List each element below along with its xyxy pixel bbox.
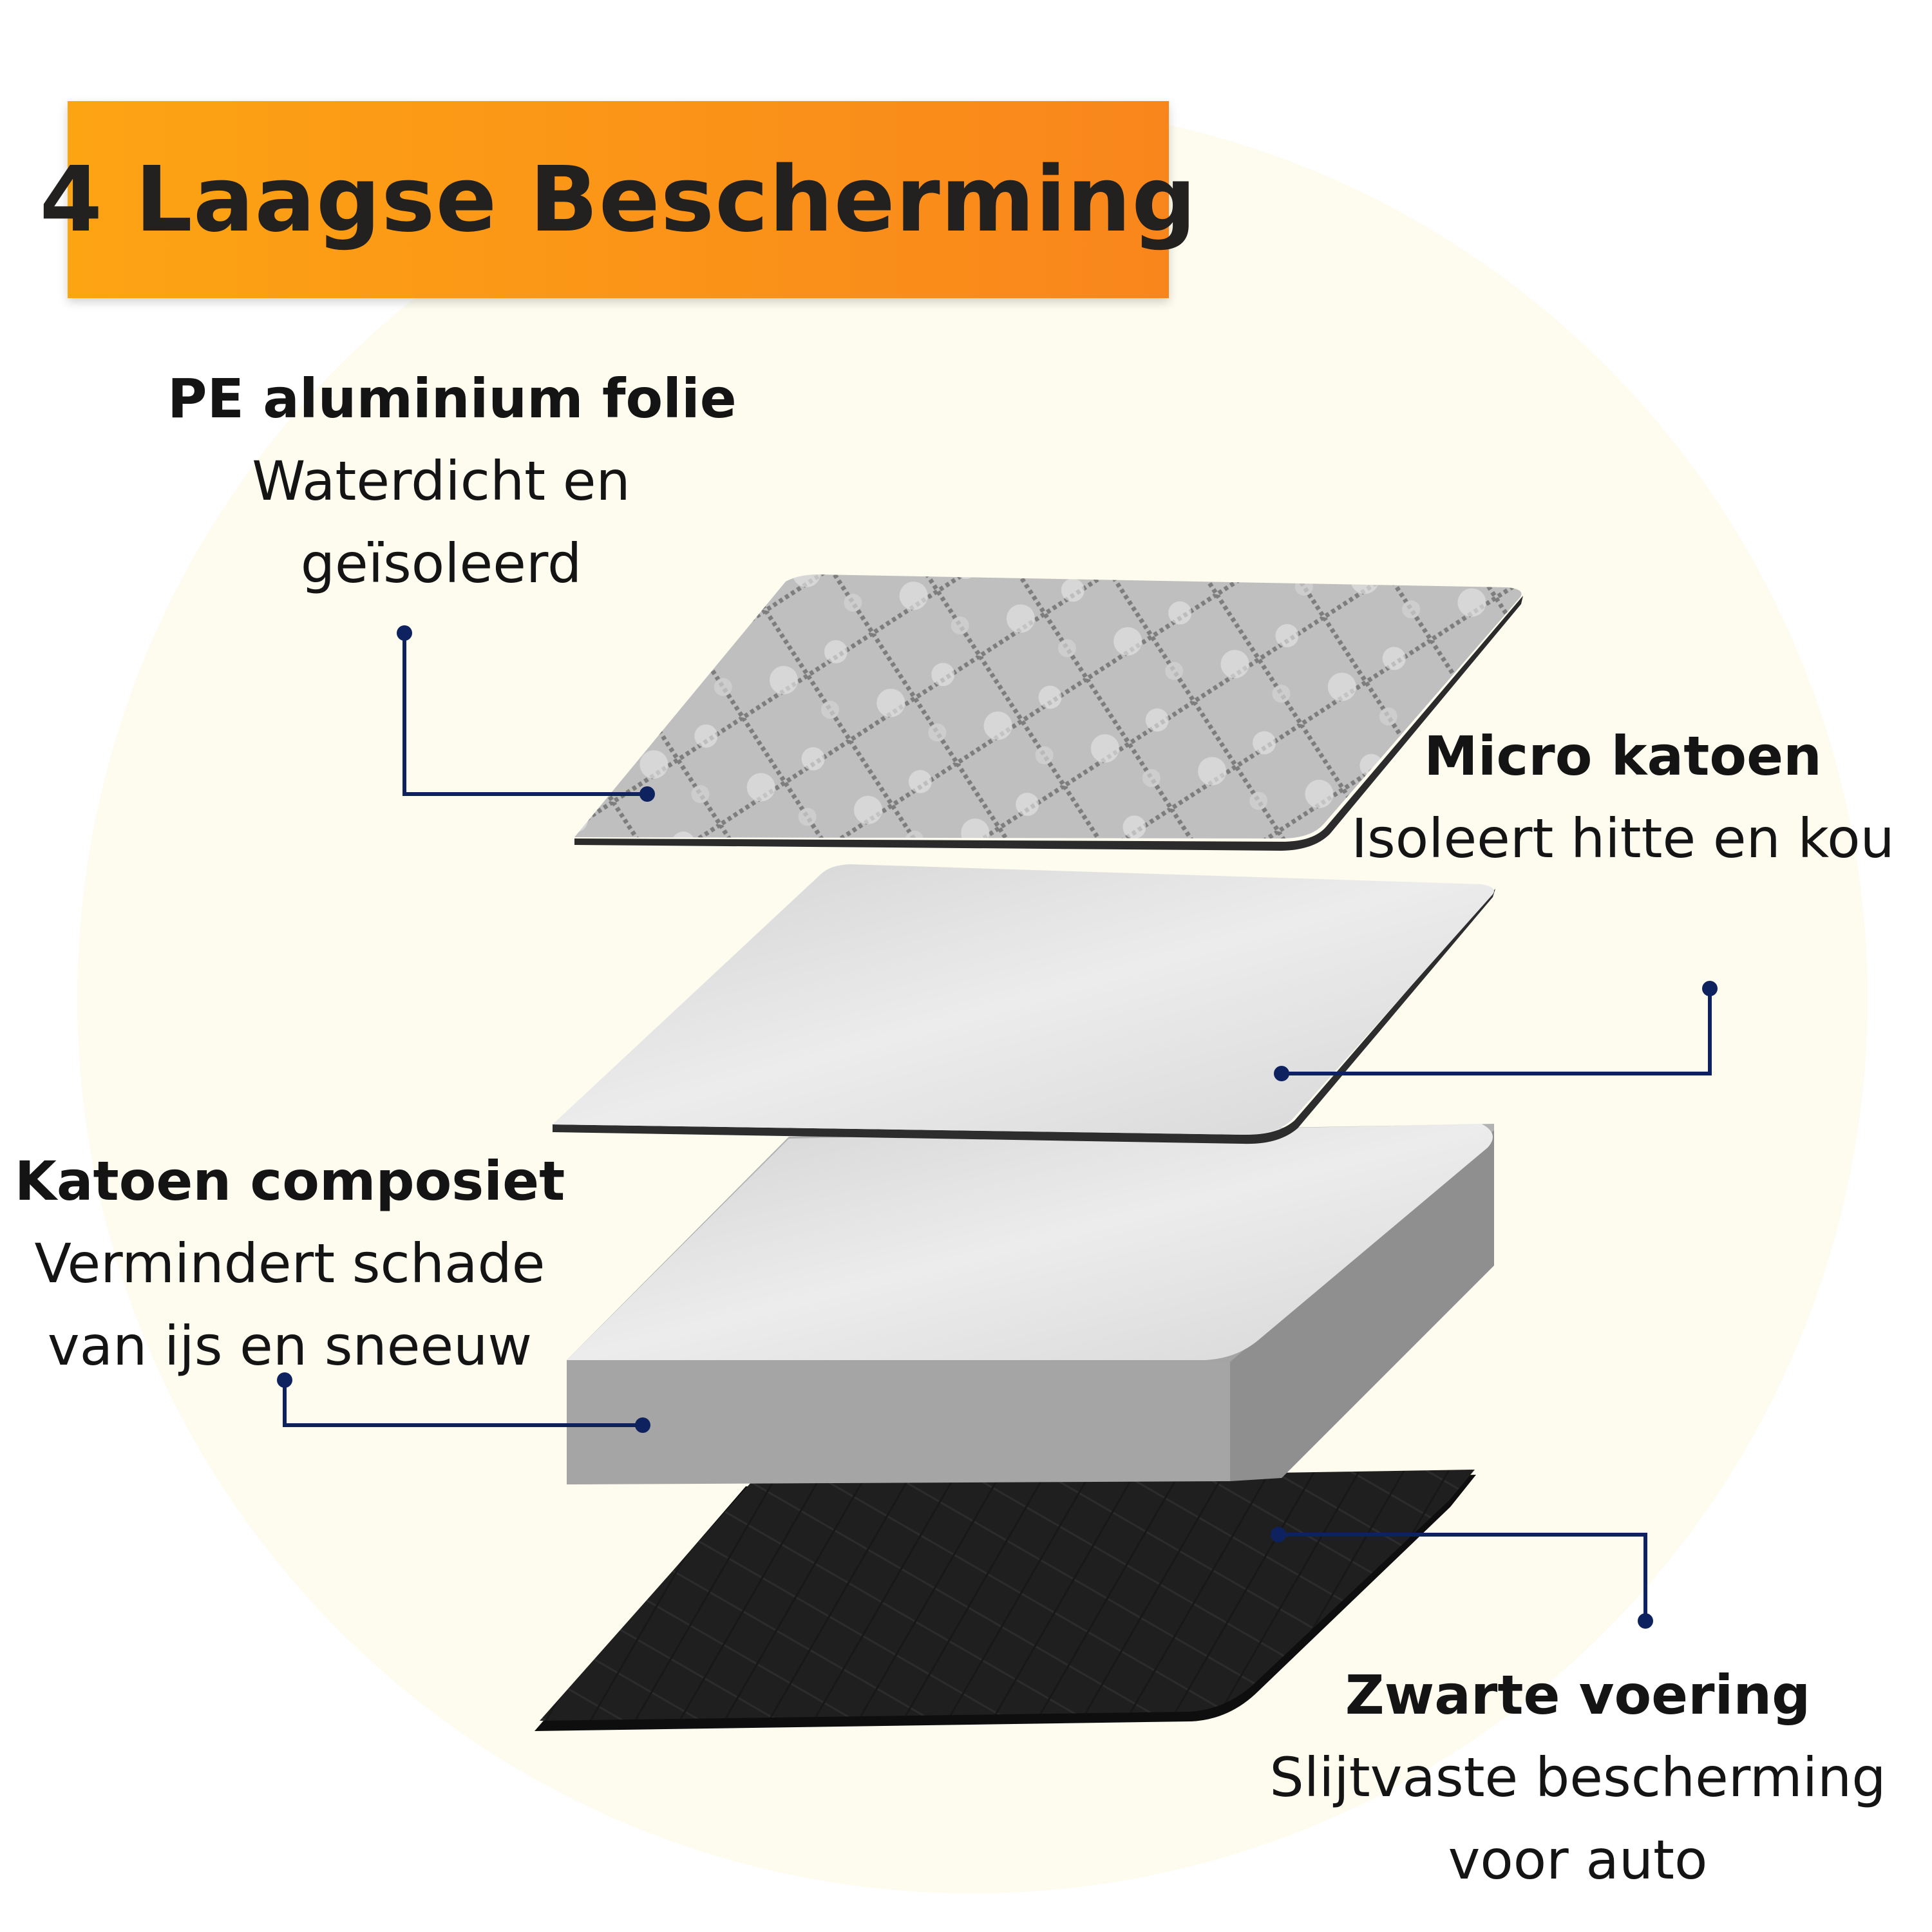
layer-desc-line: geïsoleerd <box>300 532 582 595</box>
label-micro-katoen: Micro katoen Isoleert hitte en kou <box>1314 715 1932 880</box>
callout-micro <box>1274 981 1718 1081</box>
callout-zwart <box>1271 1527 1653 1629</box>
layer-desc-line: Vermindert schade <box>34 1232 545 1295</box>
label-pe-aluminium-folie: PE aluminium folie Waterdicht en geïsole… <box>167 357 737 605</box>
layer-name: PE aluminium folie <box>167 367 737 430</box>
layer-cotton-composite <box>567 1124 1494 1484</box>
layer-name: Micro katoen <box>1424 724 1822 788</box>
layer-desc-line: Slijtvaste bescherming <box>1269 1746 1886 1809</box>
layer-desc-line: Waterdicht en <box>252 450 630 513</box>
layer-desc-line: Isoleert hitte en kou <box>1351 807 1895 870</box>
page-title: 4 Laagse Bescherming <box>39 147 1197 252</box>
label-katoen-composiet: Katoen composiet Vermindert schade van i… <box>0 1140 580 1387</box>
layer-pe-foil <box>574 574 1523 851</box>
layer-name: Katoen composiet <box>14 1150 565 1213</box>
callout-pe <box>397 625 655 802</box>
layer-desc-line: van ijs en sneeuw <box>47 1314 533 1378</box>
layer-desc-line: voor auto <box>1448 1828 1708 1891</box>
title-banner: 4 Laagse Bescherming <box>40 101 1196 298</box>
callout-composiet <box>277 1372 650 1433</box>
layer-black-lining <box>535 1470 1476 1731</box>
layer-name: Zwarte voering <box>1345 1663 1811 1727</box>
label-zwarte-voering: Zwarte voering Slijtvaste bescherming vo… <box>1224 1654 1932 1901</box>
layer-micro-cotton <box>553 864 1495 1144</box>
